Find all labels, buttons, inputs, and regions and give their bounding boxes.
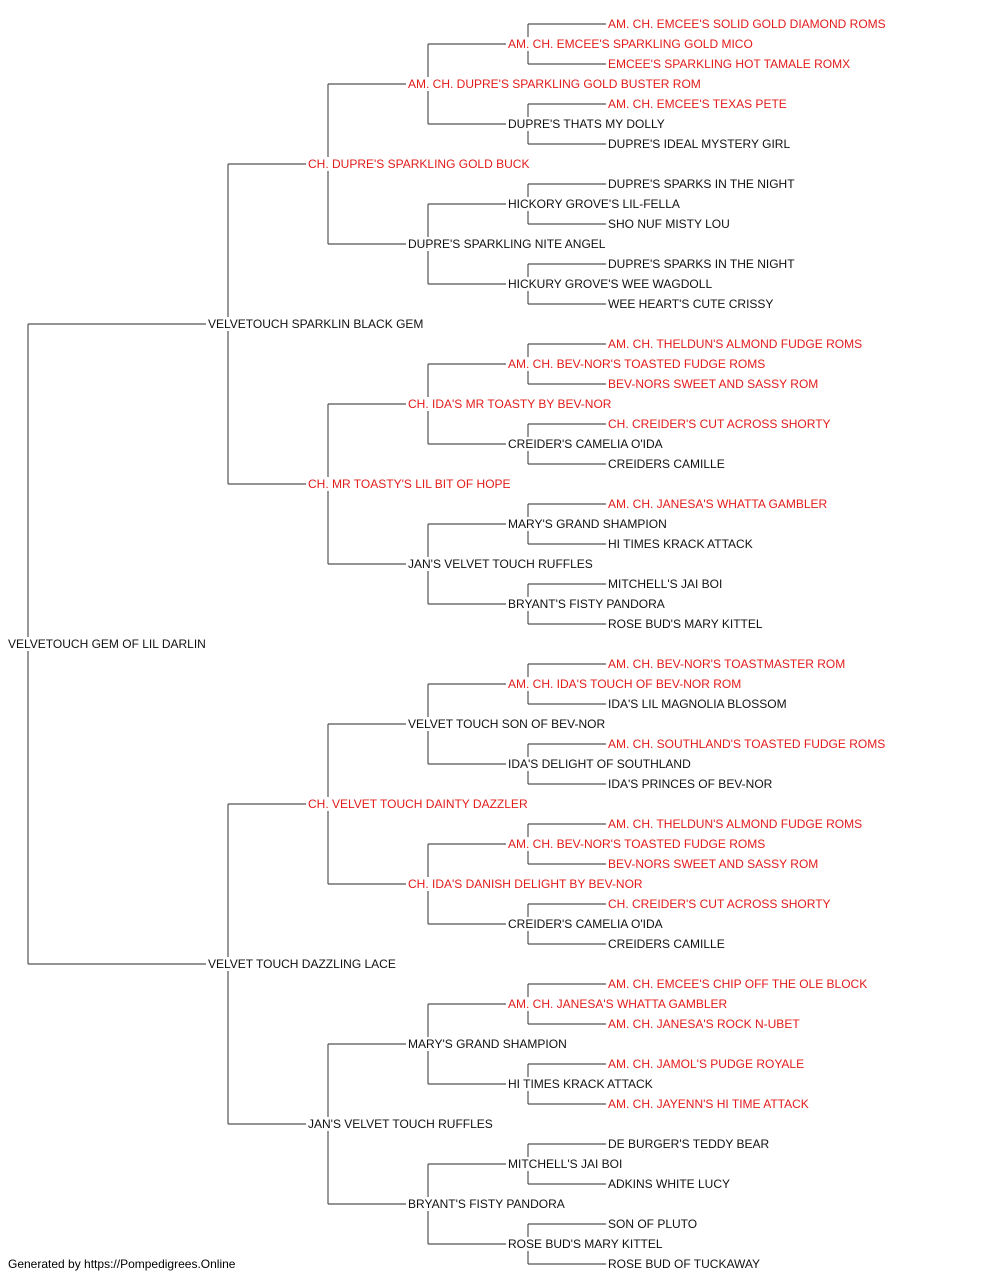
pedigree-entry-gen5: SON OF PLUTO [608,1217,697,1231]
pedigree-entry-gen3: JAN'S VELVET TOUCH RUFFLES [408,557,593,571]
pedigree-entry-gen5: AM. CH. EMCEE'S TEXAS PETE [608,97,787,111]
pedigree-entry-gen5: EMCEE'S SPARKLING HOT TAMALE ROMX [608,57,850,71]
pedigree-entry-gen4: ROSE BUD'S MARY KITTEL [508,1237,663,1251]
pedigree-entry-gen5: AM. CH. EMCEE'S CHIP OFF THE OLE BLOCK [608,977,867,991]
pedigree-entry-gen5: AM. CH. THELDUN'S ALMOND FUDGE ROMS [608,337,862,351]
pedigree-entry-gen5: BEV-NORS SWEET AND SASSY ROM [608,377,818,391]
pedigree-entry-gen5: IDA'S PRINCES OF BEV-NOR [608,777,773,791]
pedigree-entry-gen5: CH. CREIDER'S CUT ACROSS SHORTY [608,417,831,431]
pedigree-entry-gen3: CH. IDA'S MR TOASTY BY BEV-NOR [408,397,612,411]
pedigree-entry-gen5: CREIDERS CAMILLE [608,937,725,951]
pedigree-entry-gen3: AM. CH. DUPRE'S SPARKLING GOLD BUSTER RO… [408,77,701,91]
pedigree-entry-gen4: HI TIMES KRACK ATTACK [508,1077,653,1091]
pedigree-entry-gen5: AM. CH. BEV-NOR'S TOASTMASTER ROM [608,657,845,671]
pedigree-entry-gen4: HICKORY GROVE'S LIL-FELLA [508,197,680,211]
pedigree-entry-gen3: BRYANT'S FISTY PANDORA [408,1197,565,1211]
pedigree-entry-gen5: AM. CH. SOUTHLAND'S TOASTED FUDGE ROMS [608,737,885,751]
pedigree-entry-gen5: SHO NUF MISTY LOU [608,217,730,231]
pedigree-entry-gen4: CREIDER'S CAMELIA O'IDA [508,437,663,451]
pedigree-entry-gen4: MITCHELL'S JAI BOI [508,1157,622,1171]
pedigree-entry-gen5: WEE HEART'S CUTE CRISSY [608,297,773,311]
pedigree-entry-gen5: AM. CH. JAYENN'S HI TIME ATTACK [608,1097,809,1111]
pedigree-entry-gen5: ROSE BUD'S MARY KITTEL [608,617,763,631]
pedigree-entry-gen4: AM. CH. EMCEE'S SPARKLING GOLD MICO [508,37,753,51]
pedigree-entry-gen0: VELVETOUCH GEM OF LIL DARLIN [8,637,206,651]
pedigree-entry-gen5: AM. CH. EMCEE'S SOLID GOLD DIAMOND ROMS [608,17,886,31]
pedigree-entry-gen5: ROSE BUD OF TUCKAWAY [608,1257,760,1271]
pedigree-entry-gen5: DUPRE'S SPARKS IN THE NIGHT [608,257,795,271]
pedigree-entry-gen5: ADKINS WHITE LUCY [608,1177,730,1191]
pedigree-entry-gen5: AM. CH. JANESA'S ROCK N-UBET [608,1017,800,1031]
pedigree-entry-gen5: CREIDERS CAMILLE [608,457,725,471]
pedigree-entry-gen4: CREIDER'S CAMELIA O'IDA [508,917,663,931]
pedigree-entry-gen3: CH. IDA'S DANISH DELIGHT BY BEV-NOR [408,877,643,891]
pedigree-entry-gen4: AM. CH. JANESA'S WHATTA GAMBLER [508,997,728,1011]
pedigree-entry-gen5: DE BURGER'S TEDDY BEAR [608,1137,770,1151]
pedigree-entry-gen4: BRYANT'S FISTY PANDORA [508,597,665,611]
pedigree-entry-gen4: AM. CH. IDA'S TOUCH OF BEV-NOR ROM [508,677,741,691]
generated-by-footer: Generated by https://Pompedigrees.Online [8,1257,236,1271]
pedigree-entry-gen5: AM. CH. JAMOL'S PUDGE ROYALE [608,1057,804,1071]
pedigree-entry-gen2: CH. VELVET TOUCH DAINTY DAZZLER [308,797,528,811]
pedigree-entry-gen5: AM. CH. THELDUN'S ALMOND FUDGE ROMS [608,817,862,831]
pedigree-entry-gen4: DUPRE'S THATS MY DOLLY [508,117,665,131]
pedigree-entry-gen3: VELVET TOUCH SON OF BEV-NOR [408,717,605,731]
pedigree-entry-gen3: MARY'S GRAND SHAMPION [408,1037,567,1051]
pedigree-entry-gen4: AM. CH. BEV-NOR'S TOASTED FUDGE ROMS [508,837,765,851]
pedigree-entry-gen4: AM. CH. BEV-NOR'S TOASTED FUDGE ROMS [508,357,765,371]
pedigree-entry-gen5: BEV-NORS SWEET AND SASSY ROM [608,857,818,871]
pedigree-entry-gen5: MITCHELL'S JAI BOI [608,577,722,591]
pedigree-entry-gen3: DUPRE'S SPARKLING NITE ANGEL [408,237,606,251]
pedigree-entry-gen1: VELVET TOUCH DAZZLING LACE [208,957,396,971]
pedigree-entry-gen4: IDA'S DELIGHT OF SOUTHLAND [508,757,691,771]
pedigree-entry-gen5: DUPRE'S SPARKS IN THE NIGHT [608,177,795,191]
pedigree-entry-gen1: VELVETOUCH SPARKLIN BLACK GEM [208,317,423,331]
pedigree-entry-gen5: CH. CREIDER'S CUT ACROSS SHORTY [608,897,831,911]
pedigree-entry-gen5: DUPRE'S IDEAL MYSTERY GIRL [608,137,790,151]
pedigree-entry-gen5: IDA'S LIL MAGNOLIA BLOSSOM [608,697,787,711]
pedigree-entry-gen5: AM. CH. JANESA'S WHATTA GAMBLER [608,497,828,511]
pedigree-entry-gen4: HICKURY GROVE'S WEE WAGDOLL [508,277,712,291]
pedigree-entry-gen2: CH. MR TOASTY'S LIL BIT OF HOPE [308,477,511,491]
pedigree-entry-gen5: HI TIMES KRACK ATTACK [608,537,753,551]
pedigree-entry-gen4: MARY'S GRAND SHAMPION [508,517,667,531]
pedigree-entry-gen2: JAN'S VELVET TOUCH RUFFLES [308,1117,493,1131]
pedigree-entry-gen2: CH. DUPRE'S SPARKLING GOLD BUCK [308,157,529,171]
